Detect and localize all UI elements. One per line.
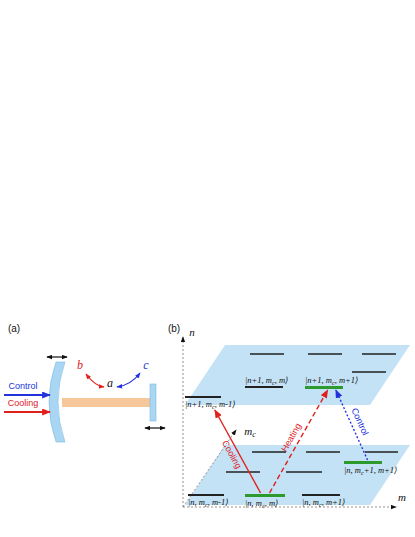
panel-label: (a)	[8, 323, 20, 334]
level-line	[344, 461, 382, 464]
transition-label: Control	[348, 406, 369, 437]
control-beam-arrow	[4, 394, 50, 396]
mode-label: b	[77, 359, 83, 372]
curved-mirror	[49, 362, 65, 442]
level-line	[245, 386, 283, 388]
mode-label: c	[143, 359, 148, 372]
mode-label: a	[107, 377, 113, 390]
axes	[183, 337, 396, 507]
level-line	[302, 494, 340, 496]
panel-label: (b)	[168, 323, 180, 334]
transition-arrow	[270, 390, 328, 493]
beam-label: Control	[8, 382, 37, 392]
flat-mirror	[150, 384, 156, 421]
level-line	[188, 494, 224, 496]
state-label: |n, mc+1, m+1⟩	[344, 464, 398, 475]
coupling-arrow	[117, 373, 140, 387]
state-label: |n, mc, m⟩	[245, 497, 285, 508]
optical-beam	[62, 398, 152, 407]
energy-level: |n+1, mc, m⟩	[245, 375, 289, 388]
energy-level: |n, mc, m-1⟩	[188, 494, 230, 507]
beam-label: Cooling	[8, 399, 39, 409]
cooling-beam-arrow	[4, 411, 50, 413]
state-label: |n, mc, m+1⟩	[302, 496, 346, 507]
state-label: |n+1, mc, m-1⟩	[185, 398, 236, 409]
mirror-motion-arrow	[47, 356, 67, 357]
axis-label: mc	[244, 425, 255, 437]
transition-arrow	[215, 410, 261, 493]
state-label: |n, mc, m-1⟩	[188, 496, 230, 507]
level-plane	[185, 345, 410, 405]
level-plane	[185, 445, 410, 505]
state-label: |n+1, mc, m+1⟩	[305, 375, 359, 386]
energy-level: |n, mc, m+1⟩	[302, 494, 346, 507]
mirror-motion-arrow	[145, 427, 165, 428]
energy-level: |n+1, mc, m-1⟩	[185, 396, 236, 409]
coupling-arrow	[86, 374, 104, 387]
axis-label: m	[398, 491, 406, 503]
level-line	[305, 386, 343, 389]
level-line	[185, 396, 221, 398]
state-label: |n+1, mc, m⟩	[245, 375, 289, 386]
energy-level: |n+1, mc, m+1⟩	[305, 375, 359, 389]
energy-levels	[226, 354, 398, 472]
energy-level: |n, mc, m⟩	[245, 494, 285, 508]
axis-label: n	[189, 326, 195, 338]
level-line	[245, 494, 285, 497]
energy-level: |n, mc+1, m+1⟩	[344, 461, 398, 475]
